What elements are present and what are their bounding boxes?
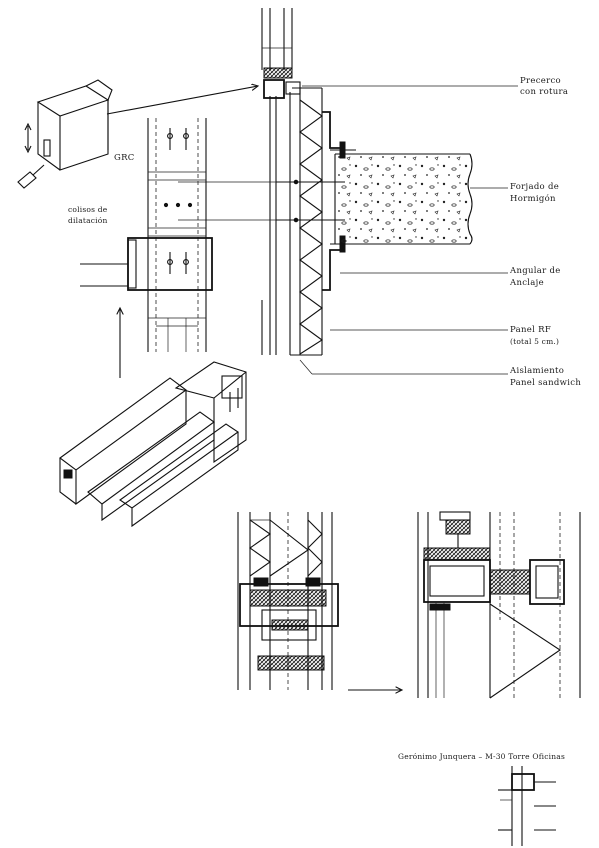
rail-isometric xyxy=(59,361,247,528)
detail-a xyxy=(237,512,339,690)
label-colisos: colisos de dilatación xyxy=(68,205,108,225)
label-panel-rf: Panel RF xyxy=(510,325,552,335)
label-panel-total: (total 5 cm.) xyxy=(510,337,560,346)
label-panel-sandwich: Panel sandwich xyxy=(510,378,582,388)
label-precerco: Precerco xyxy=(520,76,561,86)
label-aislamiento: Aislamiento xyxy=(510,366,565,376)
leader-lines xyxy=(106,86,518,690)
grc-elevation xyxy=(80,118,213,352)
label-angular: Angular de xyxy=(510,266,561,276)
label-anclaje: Anclaje xyxy=(510,278,544,288)
label-con-rotura: con rotura xyxy=(520,87,569,97)
label-forjado: Forjado de xyxy=(510,182,560,192)
bracket-isometric xyxy=(17,79,113,189)
key-plan xyxy=(498,766,556,846)
drawing-credit: Gerónimo Junquera – M-30 Torre Oficinas xyxy=(398,752,566,761)
main-section xyxy=(261,8,473,356)
label-hormigon: Hormigón xyxy=(510,194,556,204)
detail-b xyxy=(417,511,581,699)
label-grc: GRC xyxy=(114,153,135,163)
